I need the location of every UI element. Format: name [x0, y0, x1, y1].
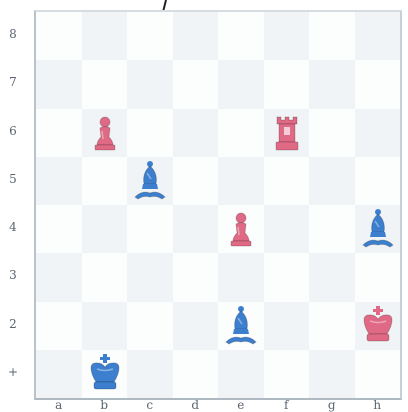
- square-c7[interactable]: [127, 60, 173, 108]
- square-a8[interactable]: [36, 12, 82, 60]
- square-h5[interactable]: [355, 157, 401, 205]
- square-d7[interactable]: [173, 60, 219, 108]
- blue-king-b1-icon[interactable]: [82, 350, 128, 398]
- square-a7[interactable]: [36, 60, 82, 108]
- square-a2[interactable]: [36, 302, 82, 350]
- blue-bishop-e2-icon[interactable]: [218, 302, 264, 350]
- blue-bishop-c5-icon[interactable]: [127, 157, 173, 205]
- rank-label: 5: [4, 172, 22, 186]
- square-d3[interactable]: [173, 253, 219, 301]
- red-pawn-e4-icon[interactable]: [218, 205, 264, 253]
- square-f5[interactable]: [264, 157, 310, 205]
- square-d4[interactable]: [173, 205, 219, 253]
- square-g6[interactable]: [309, 109, 355, 157]
- square-c3[interactable]: [127, 253, 173, 301]
- file-label: c: [140, 399, 160, 412]
- square-g1[interactable]: [309, 350, 355, 398]
- file-label: g: [322, 399, 342, 412]
- square-h6[interactable]: [355, 109, 401, 157]
- square-b7[interactable]: [82, 60, 128, 108]
- square-g7[interactable]: [309, 60, 355, 108]
- blue-bishop-h4-icon[interactable]: [355, 205, 401, 253]
- square-b2[interactable]: [82, 302, 128, 350]
- file-label: d: [185, 399, 205, 412]
- square-d6[interactable]: [173, 109, 219, 157]
- square-g3[interactable]: [309, 253, 355, 301]
- square-g4[interactable]: [309, 205, 355, 253]
- rank-label: +: [4, 365, 22, 379]
- square-h3[interactable]: [355, 253, 401, 301]
- red-king-h2-icon[interactable]: [355, 302, 401, 350]
- square-d2[interactable]: [173, 302, 219, 350]
- square-d5[interactable]: [173, 157, 219, 205]
- square-b3[interactable]: [82, 253, 128, 301]
- square-g5[interactable]: [309, 157, 355, 205]
- file-label: a: [49, 399, 69, 412]
- file-label: e: [231, 399, 251, 412]
- square-c8[interactable]: [127, 12, 173, 60]
- square-c2[interactable]: [127, 302, 173, 350]
- file-label: b: [94, 399, 114, 412]
- red-pawn-b6-icon[interactable]: [82, 109, 128, 157]
- file-label: f: [276, 399, 296, 412]
- red-rook-f6-icon[interactable]: [264, 109, 310, 157]
- square-b5[interactable]: [82, 157, 128, 205]
- square-a3[interactable]: [36, 253, 82, 301]
- chessboard[interactable]: [34, 10, 402, 400]
- square-h8[interactable]: [355, 12, 401, 60]
- square-g8[interactable]: [309, 12, 355, 60]
- square-a4[interactable]: [36, 205, 82, 253]
- square-e7[interactable]: [218, 60, 264, 108]
- square-f8[interactable]: [264, 12, 310, 60]
- square-c4[interactable]: [127, 205, 173, 253]
- square-e1[interactable]: [218, 350, 264, 398]
- square-c1[interactable]: [127, 350, 173, 398]
- square-a1[interactable]: [36, 350, 82, 398]
- square-b8[interactable]: [82, 12, 128, 60]
- square-a5[interactable]: [36, 157, 82, 205]
- rank-label: 2: [4, 317, 22, 331]
- rank-label: 3: [4, 268, 22, 282]
- square-d1[interactable]: [173, 350, 219, 398]
- square-a6[interactable]: [36, 109, 82, 157]
- rank-label: 6: [4, 124, 22, 138]
- square-f7[interactable]: [264, 60, 310, 108]
- square-b4[interactable]: [82, 205, 128, 253]
- square-f2[interactable]: [264, 302, 310, 350]
- square-f4[interactable]: [264, 205, 310, 253]
- rank-label: 4: [4, 220, 22, 234]
- square-f3[interactable]: [264, 253, 310, 301]
- rank-label: 7: [4, 75, 22, 89]
- square-d8[interactable]: [173, 12, 219, 60]
- square-g2[interactable]: [309, 302, 355, 350]
- square-e6[interactable]: [218, 109, 264, 157]
- square-e5[interactable]: [218, 157, 264, 205]
- file-label: h: [367, 399, 387, 412]
- square-e3[interactable]: [218, 253, 264, 301]
- square-e8[interactable]: [218, 12, 264, 60]
- square-h7[interactable]: [355, 60, 401, 108]
- rank-label: 8: [4, 27, 22, 41]
- square-c6[interactable]: [127, 109, 173, 157]
- square-h1[interactable]: [355, 350, 401, 398]
- square-f1[interactable]: [264, 350, 310, 398]
